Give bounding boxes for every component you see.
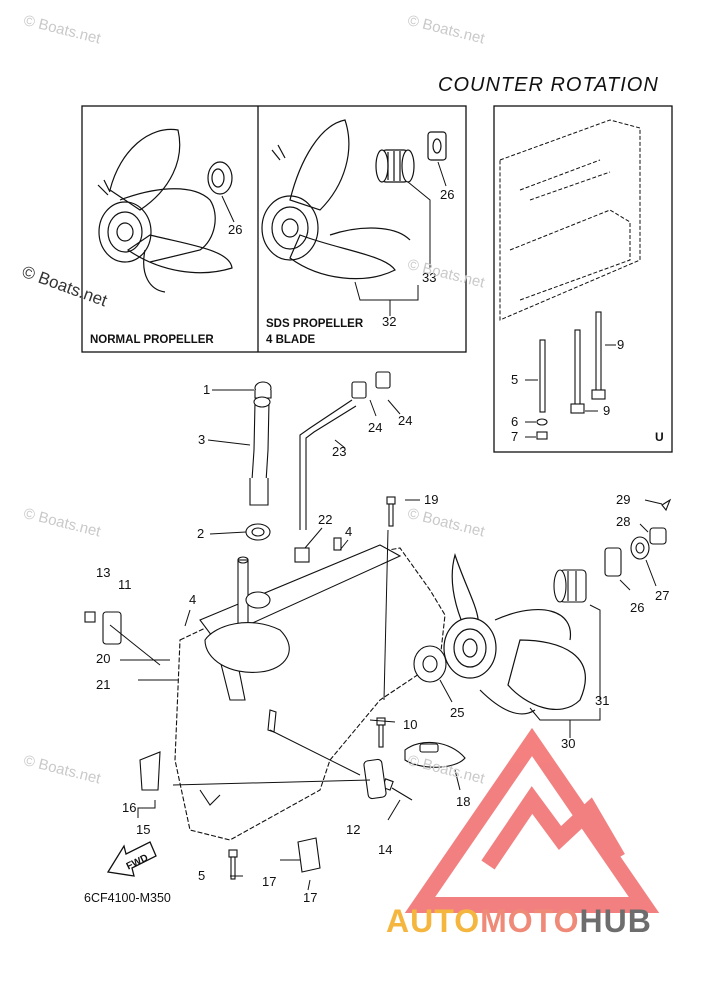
- variant-mark: U: [655, 430, 664, 444]
- propeller-hub-parts: [413, 498, 672, 683]
- normal-propeller-washer: [207, 161, 233, 195]
- bolt-9: [376, 717, 386, 748]
- normal-propeller-drawing: [97, 128, 233, 293]
- callout-18: 18: [456, 794, 470, 809]
- callout-3: 3: [198, 432, 205, 447]
- callout-33: 33: [422, 270, 436, 285]
- callout-4-left: 4: [189, 592, 196, 607]
- callout-26-normal: 26: [228, 222, 242, 237]
- callout-22: 22: [318, 512, 332, 527]
- normal-propeller-label: NORMAL PROPELLER: [90, 334, 214, 346]
- grommets: [351, 371, 391, 399]
- sds-spline-hub: [375, 149, 415, 183]
- housing-inset-drawing: [499, 119, 641, 321]
- callout-27: 27: [655, 588, 669, 603]
- anode: [404, 741, 466, 768]
- callout-7: 7: [511, 429, 518, 444]
- lower-unit-housing: [174, 544, 446, 841]
- sds-propeller-drawing: [261, 119, 411, 280]
- callout-17: 17: [262, 874, 276, 889]
- callout-30: 30: [561, 736, 575, 751]
- callout-1: 1: [203, 382, 210, 397]
- brand-logo-mark: [404, 727, 660, 913]
- callout-19: 19: [424, 492, 438, 507]
- callout-16: 16: [122, 800, 136, 815]
- water-tube: [245, 381, 272, 541]
- fwd-arrow: [106, 841, 157, 877]
- callout-24-a: 24: [368, 420, 382, 435]
- callout-20: 21: [96, 677, 110, 692]
- callout-10: 12: [346, 822, 360, 837]
- callout-9-inset: 9: [617, 337, 624, 352]
- propeller-inset-box: [81, 105, 467, 353]
- counter-rotation-propeller: [443, 552, 586, 715]
- callout-23: 23: [332, 444, 346, 459]
- callout-26-sds: 26: [440, 187, 454, 202]
- covers: [84, 611, 387, 873]
- housing-inset-box: [493, 105, 673, 453]
- page-heading: COUNTER ROTATION: [438, 74, 659, 96]
- callout-14: 17: [303, 890, 317, 905]
- callout-32: 32: [382, 314, 396, 329]
- part-code: 6CF4100-M350: [84, 891, 171, 905]
- callout-28: 28: [616, 514, 630, 529]
- bolt-5: [228, 849, 238, 880]
- callout-25: 25: [450, 705, 464, 720]
- callout-29: 29: [616, 492, 630, 507]
- brand-wordmark: AUTOMOTOHUB: [386, 903, 652, 940]
- callout-5-main: 5: [198, 868, 205, 883]
- callout-4-right: 4: [345, 524, 352, 539]
- callout-8: 9: [603, 403, 610, 418]
- callout-6: 6: [511, 414, 518, 429]
- callout-12: 14: [378, 842, 392, 857]
- callout-21: 20: [96, 651, 110, 666]
- bolt-12: [381, 778, 413, 801]
- sds-blade-label: 4 BLADE: [266, 334, 316, 346]
- sds-washer: [427, 131, 447, 161]
- callout-2: 2: [197, 526, 204, 541]
- sds-propeller-label: SDS PROPELLER: [266, 318, 364, 330]
- bolt-19: [386, 496, 396, 527]
- callout-31: 31: [595, 693, 609, 708]
- callout-5-inset: 5: [511, 372, 518, 387]
- callout-26-main: 26: [630, 600, 644, 615]
- shift-rod: [294, 399, 357, 563]
- callout-24-b: 24: [398, 413, 412, 428]
- callout-11: 11: [118, 577, 132, 592]
- callout-15: 15: [136, 822, 150, 837]
- callout-numbers: 26 26 33 32 9 5 9 6 7 1 3 23 24 24 19 22…: [96, 187, 669, 905]
- callout-13: 13: [96, 565, 110, 580]
- inset-studs: [536, 311, 606, 440]
- brand-part-moto: MOTO: [480, 903, 580, 939]
- brand-part-auto: AUTO: [386, 903, 481, 939]
- brand-part-hub: HUB: [579, 903, 652, 939]
- callout-9-main: 10: [403, 717, 417, 732]
